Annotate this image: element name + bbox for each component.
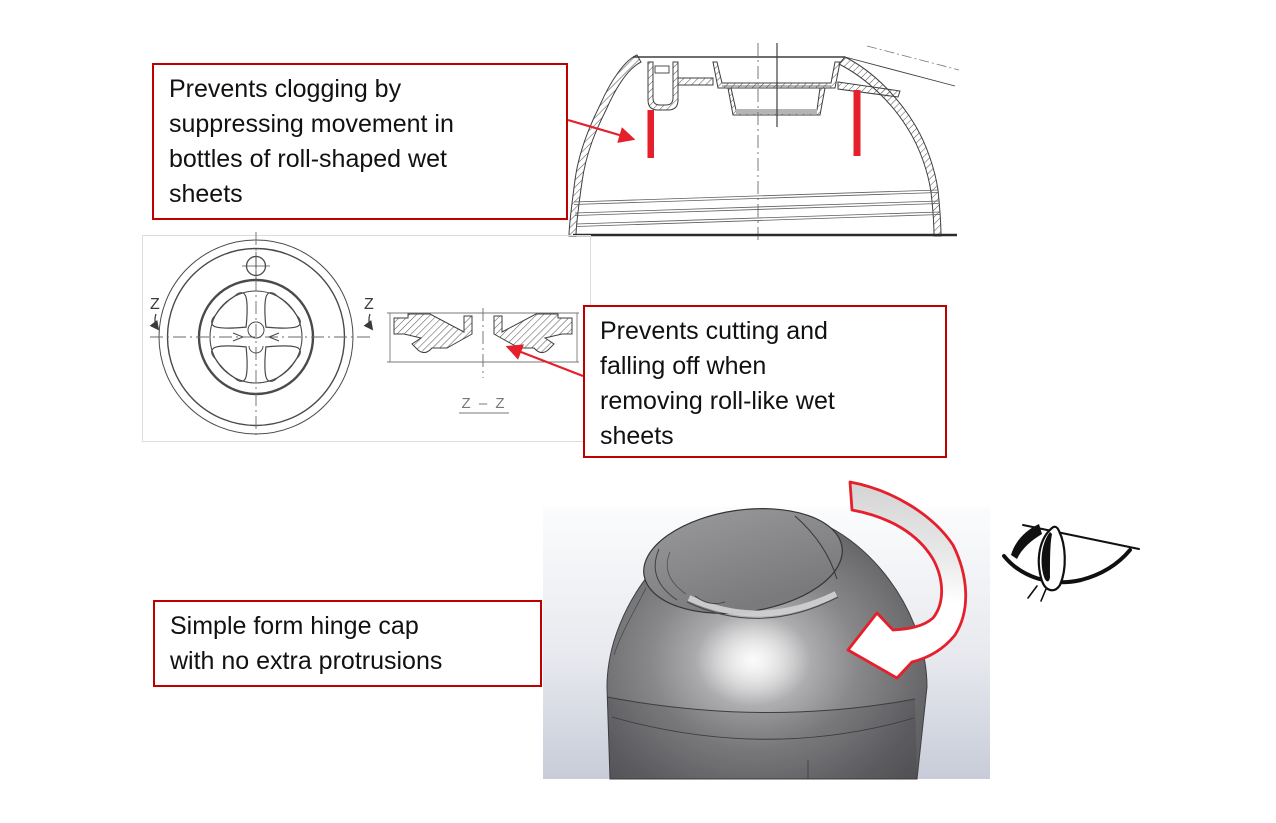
- callout-line: Prevents cutting and: [600, 317, 828, 345]
- callout-line: with no extra protrusions: [170, 647, 443, 675]
- bottle: [606, 508, 928, 780]
- callout-line: removing roll-like wet: [600, 387, 835, 415]
- center-lines: [757, 43, 778, 243]
- eye-icon: [1002, 524, 1140, 602]
- section-arrow-right: [363, 313, 374, 331]
- section-marker-right: Z: [364, 296, 374, 313]
- section-label: Z – Z: [461, 395, 506, 412]
- callout-line: falling off when: [600, 352, 767, 380]
- hinge-cap-lid: [643, 508, 843, 619]
- thread-lines: [573, 189, 941, 227]
- cap-outline: [568, 45, 960, 237]
- z-z-section-view: Z – Z: [387, 308, 579, 414]
- section-arrow-left: [149, 313, 160, 331]
- callout-clogging: Prevents clogging by suppressing movemen…: [152, 63, 568, 220]
- callout-line: bottles of roll-shaped wet: [169, 145, 447, 173]
- rotation-arrow-icon: [846, 480, 968, 680]
- fan-valve-top-view: [150, 232, 374, 437]
- callout-line: sheets: [169, 180, 243, 208]
- callout-line: suppressing movement in: [169, 110, 454, 138]
- leader-arrow-cutting: [505, 344, 584, 378]
- leader-arrow-clogging: [567, 118, 636, 143]
- highlight-bar-left: [647, 110, 654, 158]
- callout-cutting: Prevents cutting and falling off when re…: [583, 305, 947, 458]
- callout-line: sheets: [600, 422, 674, 450]
- highlight-bar-right: [853, 90, 861, 156]
- cap-cross-section-drawing: [567, 43, 960, 243]
- bottle-3d-render: [543, 480, 1140, 780]
- section-marker-left: Z: [150, 296, 160, 313]
- callout-line: Simple form hinge cap: [170, 612, 419, 640]
- callout-line: Prevents clogging by: [169, 75, 402, 103]
- vent-hole: [242, 252, 270, 280]
- cap-top-view-drawing: Z Z Z – Z: [142, 232, 591, 442]
- callout-hinge: Simple form hinge cap with no extra prot…: [153, 600, 542, 687]
